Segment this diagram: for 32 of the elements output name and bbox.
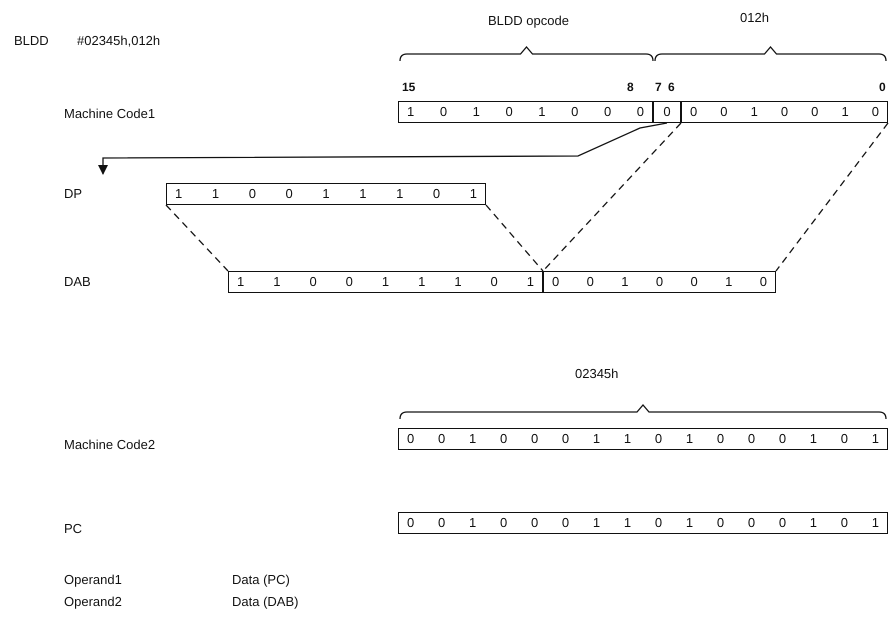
operand-value: Data (PC) bbox=[232, 572, 290, 588]
bit-field: 1 1 0 0 1 1 1 0 1 bbox=[166, 183, 486, 205]
operand-value: Data (DAB) bbox=[232, 594, 298, 610]
bit-number: 0 bbox=[879, 79, 886, 95]
bit-field: 0 0 1 0 0 0 1 1 0 1 0 0 0 1 0 1 bbox=[398, 428, 888, 450]
bit-number: 15 bbox=[402, 79, 416, 95]
dashed-mapping-line bbox=[775, 122, 889, 272]
bit-number: 8 bbox=[627, 79, 634, 95]
bit-field: 0 bbox=[653, 101, 681, 123]
field-caption: 02345h bbox=[575, 366, 618, 382]
operand-label: Operand2 bbox=[64, 594, 122, 610]
dashed-mapping-line bbox=[166, 204, 228, 272]
bit-field: 1 0 1 0 1 0 0 0 bbox=[398, 101, 653, 123]
dashed-mapping-line bbox=[542, 122, 682, 272]
row-label: DP bbox=[64, 186, 82, 202]
row-label: Machine Code2 bbox=[64, 437, 156, 453]
operand-label: Operand1 bbox=[64, 572, 122, 588]
instruction-operands: #02345h,012h bbox=[77, 33, 160, 49]
bit-field: 1 1 0 0 1 1 1 0 1 bbox=[228, 271, 543, 293]
instruction-mnemonic: BLDD bbox=[14, 33, 49, 49]
bit-field: 0 0 1 0 0 1 0 bbox=[681, 101, 888, 123]
bit-number: 6 bbox=[668, 79, 675, 95]
arrow bbox=[98, 122, 668, 175]
row-label: Machine Code1 bbox=[64, 106, 156, 122]
row-label: DAB bbox=[64, 274, 91, 290]
bit-number: 7 bbox=[655, 79, 662, 95]
bit-field: 0 0 1 0 0 0 1 1 0 1 0 0 0 1 0 1 bbox=[398, 512, 888, 534]
bit-field: 0 0 1 0 0 1 0 bbox=[543, 271, 776, 293]
field-caption: 012h bbox=[740, 10, 769, 26]
field-caption: BLDD opcode bbox=[488, 13, 569, 29]
dashed-mapping-line bbox=[486, 204, 544, 272]
row-label: PC bbox=[64, 521, 82, 537]
